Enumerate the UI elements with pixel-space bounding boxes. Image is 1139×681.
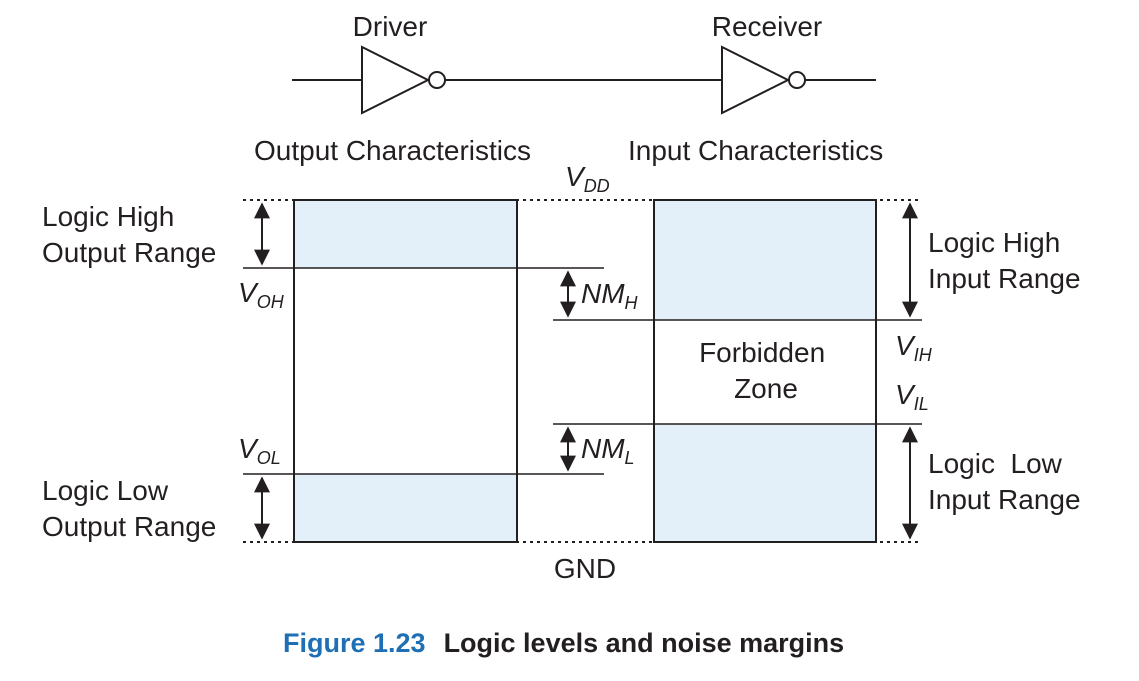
figure-caption: Figure 1.23 Logic levels and noise margi… xyxy=(283,628,844,658)
output-low-region xyxy=(294,474,517,542)
driver-inverter-icon xyxy=(361,45,431,115)
nml-label: NML xyxy=(581,433,635,468)
figure-number: Figure 1.23 xyxy=(283,628,426,658)
gnd-label: GND xyxy=(554,553,616,584)
input-low-region xyxy=(654,424,876,542)
vol-label: VOL xyxy=(238,433,281,468)
vih-label: VIH xyxy=(895,330,933,365)
vdd-label: VDD xyxy=(565,161,610,196)
logic-low-output-range-label: Logic Low Output Range xyxy=(42,475,216,542)
input-characteristics-heading: Input Characteristics xyxy=(628,135,883,166)
logic-low-input-range-label: Logic Low Input Range xyxy=(928,448,1081,515)
figure-caption-text: Logic levels and noise margins xyxy=(444,628,845,658)
input-column xyxy=(653,199,922,543)
driver-label: Driver xyxy=(353,11,428,42)
input-high-region xyxy=(654,200,876,320)
signal-path xyxy=(292,45,876,115)
output-high-region xyxy=(294,200,517,268)
vil-label: VIL xyxy=(895,379,929,414)
logic-high-input-range-label: Logic High Input Range xyxy=(928,227,1081,294)
receiver-label: Receiver xyxy=(712,11,822,42)
receiver-inverter-icon xyxy=(721,45,791,115)
output-characteristics-heading: Output Characteristics xyxy=(254,135,531,166)
nmh-label: NMH xyxy=(581,278,639,313)
output-column xyxy=(243,199,604,543)
logic-high-output-range-label: Logic High Output Range xyxy=(42,201,216,268)
voh-label: VOH xyxy=(238,277,285,312)
forbidden-zone-label: Forbidden Zone xyxy=(699,337,833,404)
